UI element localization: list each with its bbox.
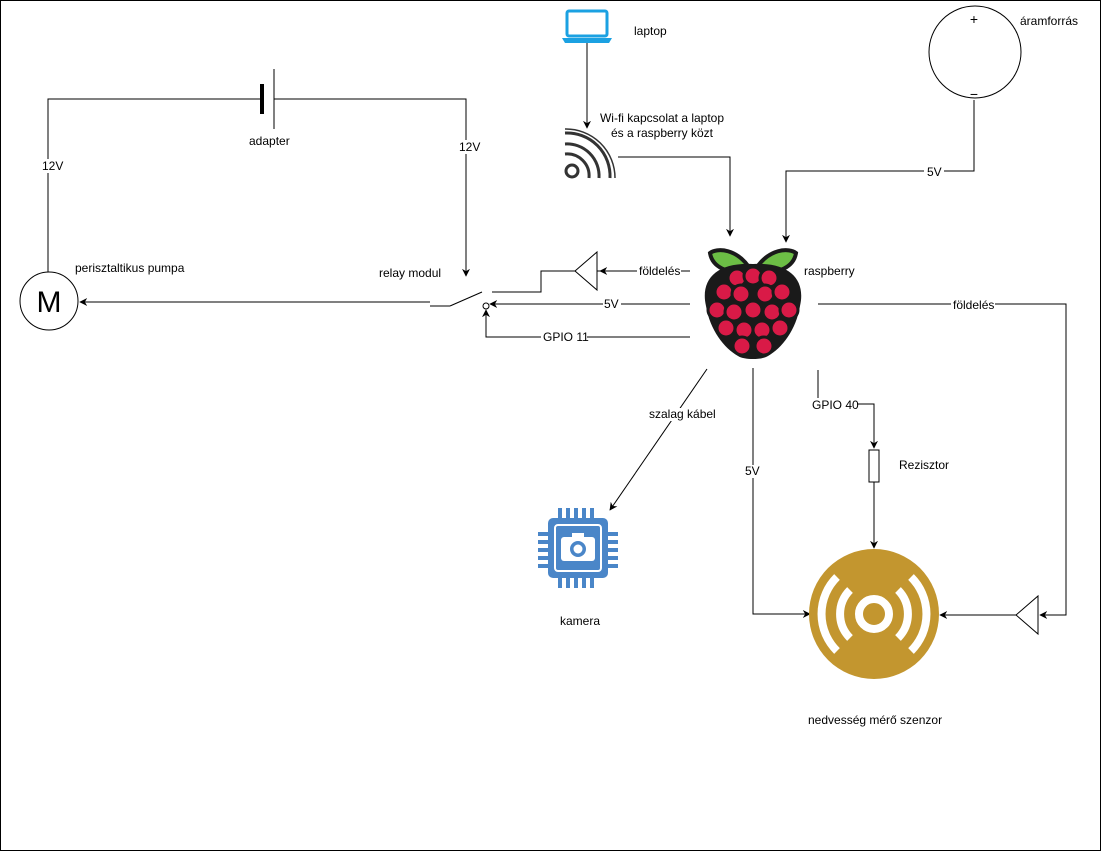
wire-12v-left bbox=[44, 98, 262, 283]
battery-symbol bbox=[260, 69, 275, 129]
wire-ground-to-relay bbox=[492, 270, 575, 293]
pump-label: perisztaltikus pumpa bbox=[75, 261, 185, 275]
svg-text:M: M bbox=[37, 286, 62, 319]
voltage-12v-left: 12V bbox=[42, 159, 63, 173]
voltage-5v-power: 5V bbox=[927, 165, 942, 179]
wire-ground-right bbox=[818, 303, 1067, 619]
wire-power-raspberry bbox=[782, 100, 975, 243]
camera-label: kamera bbox=[560, 614, 600, 628]
wire-5v-sensor bbox=[752, 368, 811, 618]
power-source-symbol: + − bbox=[928, 5, 1022, 102]
wire-gpio11 bbox=[482, 309, 690, 338]
ground-left-label: földelés bbox=[639, 264, 680, 278]
raspberry-label: raspberry bbox=[804, 264, 855, 278]
ground-symbol-right bbox=[1015, 594, 1039, 636]
camera-chip-icon bbox=[538, 508, 618, 588]
relay-switch-symbol bbox=[430, 291, 490, 310]
wifi-icon bbox=[564, 128, 616, 179]
wire-ribbon-camera bbox=[609, 368, 708, 511]
raspberry-pi-icon bbox=[704, 248, 802, 359]
resistor-symbol bbox=[868, 449, 880, 483]
laptop-icon bbox=[562, 9, 612, 43]
wire-wifi-raspberry bbox=[618, 156, 734, 237]
wire-12v-right bbox=[274, 98, 470, 277]
laptop-label: laptop bbox=[634, 24, 667, 38]
wifi-label-line1: Wi-fi kapcsolat a laptop bbox=[600, 111, 724, 125]
gpio40-label: GPIO 40 bbox=[812, 398, 859, 412]
wifi-label-line2: és a raspberry közt bbox=[611, 126, 714, 140]
gpio11-label: GPIO 11 bbox=[543, 330, 589, 344]
ground-right-label: földelés bbox=[953, 298, 994, 312]
plus-sign: + bbox=[970, 11, 978, 27]
voltage-5v-sensor: 5V bbox=[745, 464, 760, 478]
relay-label: relay modul bbox=[379, 266, 441, 280]
resistor-label: Rezisztor bbox=[899, 458, 949, 472]
sensor-label: nedvesség mérő szenzor bbox=[808, 713, 942, 727]
ground-symbol-left bbox=[574, 250, 600, 292]
ribbon-cable-label: szalag kábel bbox=[649, 407, 716, 421]
motor-symbol: M bbox=[19, 271, 79, 331]
power-source-label: áramforrás bbox=[1020, 14, 1078, 28]
minus-sign: − bbox=[970, 86, 978, 102]
adapter-label: adapter bbox=[249, 134, 290, 148]
moisture-sensor-icon bbox=[809, 549, 939, 679]
voltage-12v-right: 12V bbox=[459, 140, 480, 154]
voltage-5v-relay: 5V bbox=[604, 297, 619, 311]
